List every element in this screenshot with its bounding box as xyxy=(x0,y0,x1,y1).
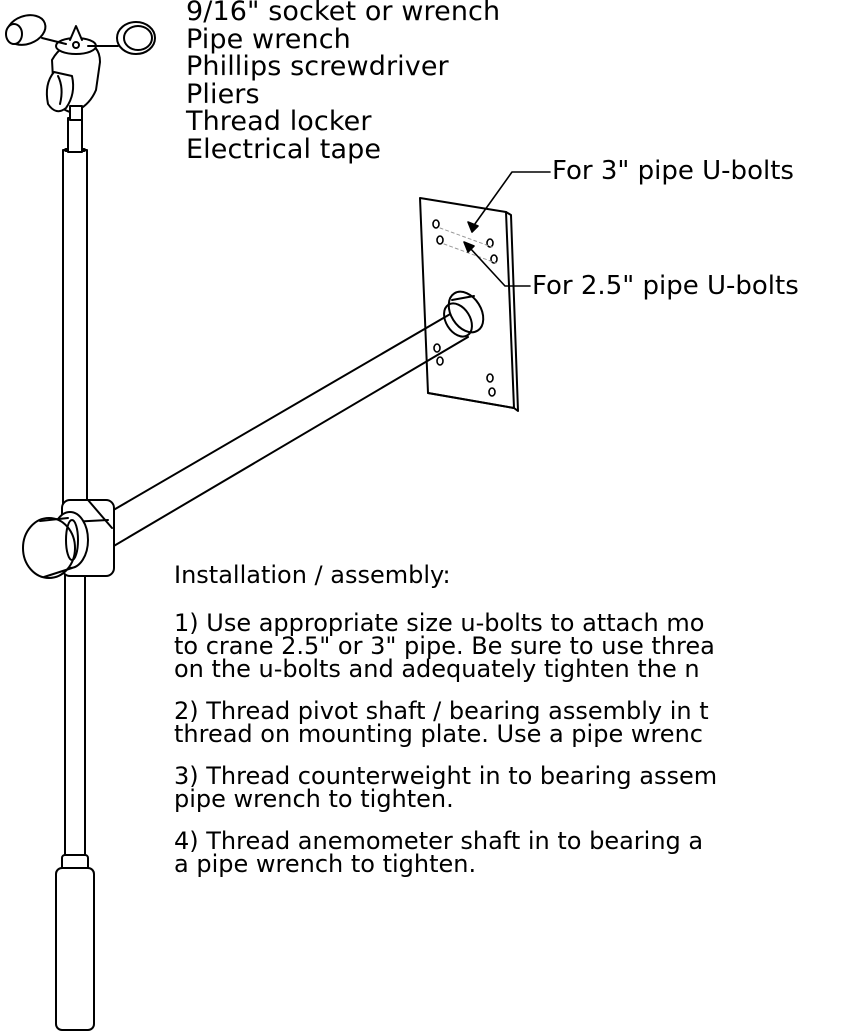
tool-item: 9/16" socket or wrench xyxy=(186,0,501,27)
boom-pipe xyxy=(85,290,485,551)
instruction-step: 2) Thread pivot shaft / bearing assembly… xyxy=(174,697,709,748)
tool-item: Pliers xyxy=(186,78,260,110)
tool-item: Phillips screwdriver xyxy=(186,51,449,82)
anemometer xyxy=(5,14,156,121)
tools-list: 9/16" socket or wrench Pipe wrench Phill… xyxy=(186,0,500,163)
callout-2-5in-ubolts: For 2.5" pipe U-bolts xyxy=(532,271,799,301)
tool-item: Thread locker xyxy=(186,106,372,137)
leader-lines xyxy=(463,171,551,287)
vertical-mast xyxy=(55,117,95,1031)
tool-item: Pipe wrench xyxy=(186,23,351,55)
installation-instructions: Installation / assembly: 1) Use appropri… xyxy=(174,560,843,895)
instruction-step: 3) Thread counterweight in to bearing as… xyxy=(174,762,718,813)
instruction-step: 4) Thread anemometer shaft in to bearing… xyxy=(174,827,704,878)
instructions-heading: Installation / assembly: xyxy=(174,561,451,589)
tool-item: Electrical tape xyxy=(186,133,382,165)
instruction-step: 1) Use appropriate size u-bolts to attac… xyxy=(174,609,715,683)
bearing-assembly xyxy=(22,499,115,579)
callout-3in-ubolts: For 3" pipe U-bolts xyxy=(552,156,794,186)
u-bolt-holes xyxy=(432,219,498,397)
